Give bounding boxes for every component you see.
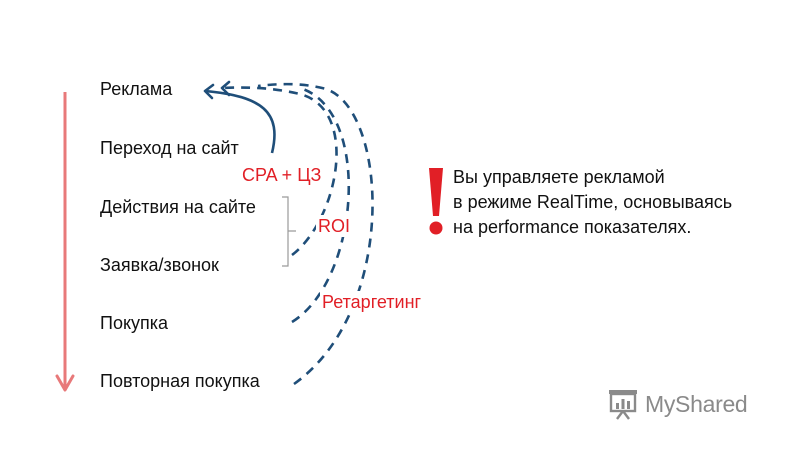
stage-purchase: Покупка — [100, 313, 169, 333]
note-line-2: в режиме RealTime, основываясь — [453, 192, 733, 212]
stage-advertising: Реклама — [100, 79, 173, 99]
note-line-1: Вы управляете рекламой — [453, 167, 665, 187]
myshared-logo: MyShared — [607, 386, 748, 422]
retargeting-return-curve — [257, 82, 374, 386]
exclamation-icon — [429, 168, 443, 235]
presentation-board-icon — [609, 390, 637, 420]
stage-site-actions: Действия на сайте — [100, 197, 256, 217]
metric-roi-label: ROI — [316, 215, 353, 237]
stage-repeat-purchase: Повторная покупка — [100, 371, 260, 391]
metric-cpa-label: CPA + ЦЗ — [240, 164, 324, 186]
myshared-logo-text: MyShared — [645, 390, 748, 417]
metric-retargeting-label: Ретаргетинг — [320, 291, 424, 313]
performance-note: Вы управляете рекламой в режиме RealTime… — [453, 165, 732, 240]
cpa-return-curve — [203, 83, 276, 154]
stage-site-visit: Переход на сайт — [100, 138, 239, 158]
stage-request-call: Заявка/звонок — [100, 255, 219, 275]
stage-group-bracket — [282, 196, 296, 267]
note-line-3: на performance показателях. — [453, 217, 692, 237]
funnel-direction-arrow — [55, 92, 75, 392]
purchase-return-curve — [291, 86, 351, 324]
roi-return-curve — [220, 80, 338, 257]
